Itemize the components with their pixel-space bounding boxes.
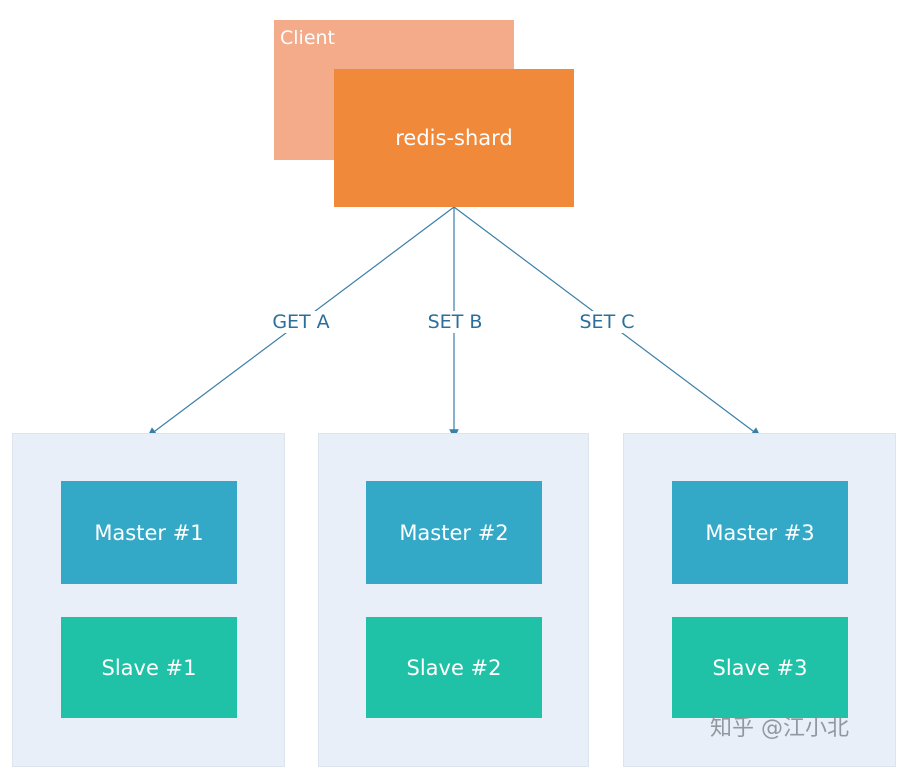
master-node-3: Master #3 <box>672 481 848 584</box>
edge-label-get-a: GET A <box>262 311 340 333</box>
master-node-1-label: Master #1 <box>94 520 204 545</box>
client-label: Client <box>280 27 336 49</box>
watermark: 知乎 @江小北 <box>710 716 849 741</box>
slave-node-3-label: Slave #3 <box>712 655 808 680</box>
master-node-3-label: Master #3 <box>705 520 815 545</box>
master-node-2-label: Master #2 <box>399 520 509 545</box>
master-node-2: Master #2 <box>366 481 542 584</box>
slave-node-2-label: Slave #2 <box>406 655 502 680</box>
redis-shard-label: redis-shard <box>395 126 513 150</box>
slave-node-1-label: Slave #1 <box>101 655 197 680</box>
redis-shard-box: redis-shard <box>334 69 574 207</box>
edge-label-set-c: SET C <box>570 311 644 333</box>
slave-node-1: Slave #1 <box>61 617 237 718</box>
slave-node-2: Slave #2 <box>366 617 542 718</box>
master-node-1: Master #1 <box>61 481 237 584</box>
edge-label-set-b: SET B <box>418 311 492 333</box>
slave-node-3: Slave #3 <box>672 617 848 718</box>
